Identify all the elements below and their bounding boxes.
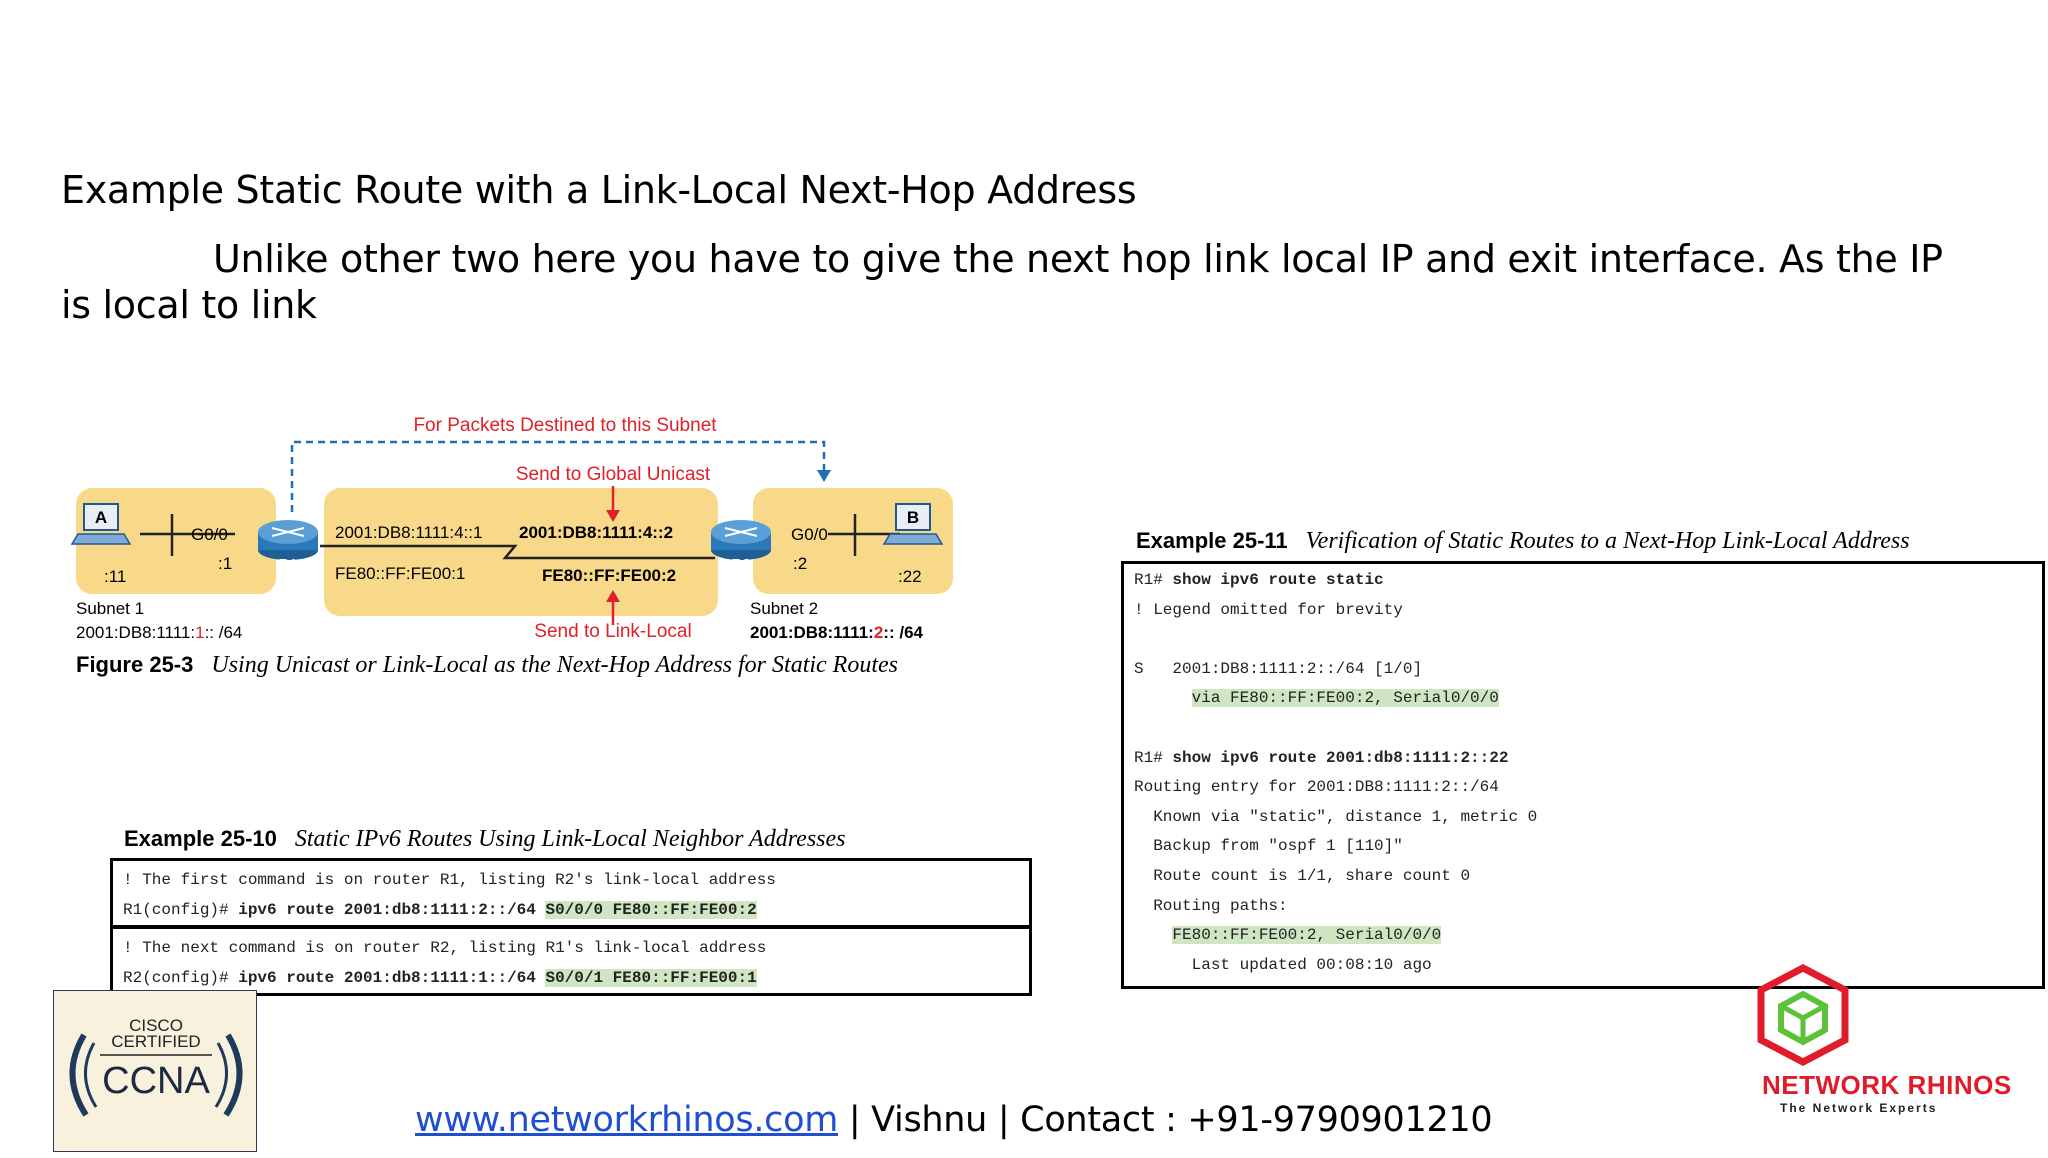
r2-global-addr: 2001:DB8:1111:4::2 bbox=[519, 523, 673, 542]
code-line: Routing entry for 2001:DB8:1111:2::/64 bbox=[1134, 778, 1499, 797]
figure-caption: Figure 25-3 Using Unicast or Link-Local a… bbox=[76, 652, 898, 679]
code-line: Routing paths: bbox=[1134, 896, 1288, 915]
host-a-id: :11 bbox=[104, 567, 126, 586]
code-line bbox=[1124, 714, 2042, 744]
code-line: ! Legend omitted for brevity bbox=[1134, 600, 1403, 619]
code-line: via FE80::FF:FE00:2, Serial0/0/0 bbox=[1124, 684, 2042, 714]
destination-dashed-arrow bbox=[290, 440, 826, 512]
r1-lan-if: :1 bbox=[218, 554, 232, 573]
slide-paragraph: Unlike other two here you have to give t… bbox=[61, 236, 1961, 328]
subnet1-zone bbox=[76, 488, 276, 594]
r1-global-addr: 2001:DB8:1111:4::1 bbox=[335, 523, 482, 542]
label-send-global: Send to Global Unicast bbox=[516, 464, 711, 485]
figure-caption-text: Using Unicast or Link-Local as the Next-… bbox=[211, 652, 898, 678]
wan-zone bbox=[324, 488, 718, 616]
highlighted-next-hop: S0/0/1 FE80::FF:FE00:1 bbox=[545, 969, 757, 987]
ccna-badge: CISCO CERTIFIED CCNA bbox=[53, 990, 257, 1152]
label-send-linklocal: Send to Link-Local bbox=[534, 621, 691, 642]
highlighted-path: FE80::FF:FE00:2, Serial0/0/0 bbox=[1172, 926, 1442, 945]
badge-ccna: CCNA bbox=[102, 1060, 210, 1102]
r2-label: R2 bbox=[731, 556, 750, 573]
code-line bbox=[1124, 625, 2042, 655]
example-25-10-number: Example 25-10 bbox=[124, 826, 277, 851]
label-destined-subnet: For Packets Destined to this Subnet bbox=[413, 415, 717, 436]
ccna-badge-graphic: CISCO CERTIFIED CCNA bbox=[69, 1016, 243, 1117]
example-25-10-title: Static IPv6 Routes Using Link-Local Neig… bbox=[294, 826, 846, 852]
logo-tagline: The Network Experts bbox=[1780, 1101, 1938, 1115]
code-line: R1# show ipv6 route static bbox=[1134, 571, 1384, 589]
example-25-10-heading: Example 25-10 Static IPv6 Routes Using Li… bbox=[124, 826, 846, 853]
highlighted-next-hop: S0/0/0 FE80::FF:FE00:2 bbox=[545, 901, 757, 919]
code-line: ! The first command is on router R1, lis… bbox=[123, 871, 776, 889]
host-b-label: B bbox=[907, 508, 919, 527]
example-25-10-box-r1: ! The first command is on router R1, lis… bbox=[110, 858, 1032, 928]
code-line: FE80::FF:FE00:2, Serial0/0/0 bbox=[1124, 921, 2042, 951]
subnet2-label: Subnet 2 bbox=[750, 599, 818, 618]
dashed-arrowhead bbox=[817, 470, 831, 482]
slide-title: Example Static Route with a Link-Local N… bbox=[61, 168, 1137, 212]
logo-name: NETWORK RHINOS bbox=[1762, 1070, 2012, 1100]
example-25-11-heading: Example 25-11 Verification of Static Rout… bbox=[1136, 528, 1910, 555]
figure-number: Figure 25-3 bbox=[76, 652, 194, 677]
example-25-10-box-r2: ! The next command is on router R2, list… bbox=[110, 926, 1032, 996]
subnet1-prefix: 2001:DB8:1111:1:: /64 bbox=[76, 623, 242, 642]
badge-certified: CERTIFIED bbox=[111, 1032, 200, 1051]
global-arrowhead bbox=[606, 510, 620, 522]
router-r2-icon bbox=[711, 520, 771, 560]
linklocal-arrowhead bbox=[606, 590, 620, 602]
r2-lan-if: :2 bbox=[793, 554, 807, 573]
r1-label: R1 bbox=[278, 556, 297, 573]
host-a-label: A bbox=[95, 508, 107, 527]
network-rhinos-logo-icon bbox=[1757, 964, 1849, 1066]
footer: www.networkrhinos.com | Vishnu | Contact… bbox=[415, 1100, 1493, 1140]
code-line: R1(config)# ipv6 route 2001:db8:1111:2::… bbox=[123, 901, 757, 919]
highlighted-route: via FE80::FF:FE00:2, Serial0/0/0 bbox=[1191, 689, 1499, 708]
g00-right: G0/0 bbox=[791, 525, 828, 544]
website-link[interactable]: www.networkrhinos.com bbox=[415, 1100, 839, 1140]
code-line: Known via "static", distance 1, metric 0 bbox=[1134, 807, 1538, 826]
code-line: Route count is 1/1, share count 0 bbox=[1134, 866, 1471, 885]
example-25-11-number: Example 25-11 bbox=[1136, 528, 1288, 553]
code-line: Backup from "ospf 1 [110]" bbox=[1134, 837, 1403, 856]
code-line: Last updated 00:08:10 ago bbox=[1134, 955, 1432, 974]
serial-link bbox=[320, 544, 715, 560]
footer-contact: | Vishnu | Contact : +91-9790901210 bbox=[838, 1100, 1493, 1140]
host-b-icon bbox=[882, 503, 944, 545]
router-r1-icon bbox=[258, 520, 318, 560]
code-line: R1# show ipv6 route 2001:db8:1111:2::22 bbox=[1134, 748, 1509, 767]
r2-linklocal-addr: FE80::FF:FE00:2 bbox=[542, 566, 676, 585]
subnet1-label: Subnet 1 bbox=[76, 599, 144, 618]
r1-linklocal-addr: FE80::FF:FE00:1 bbox=[335, 564, 465, 583]
example-25-11-title: Verification of Static Routes to a Next-… bbox=[1305, 528, 1910, 554]
paragraph-text: Unlike other two here you have to give t… bbox=[61, 237, 1943, 327]
host-a-icon bbox=[70, 503, 132, 545]
network-diagram: For Packets Destined to this Subnet Send… bbox=[70, 415, 953, 642]
example-25-11-box: R1# show ipv6 route static ! Legend omit… bbox=[1121, 561, 2045, 989]
code-line: R2(config)# ipv6 route 2001:db8:1111:1::… bbox=[123, 969, 757, 987]
host-b-id: :22 bbox=[898, 567, 922, 586]
g00-left: G0/0 bbox=[191, 525, 228, 544]
badge-cisco: CISCO bbox=[129, 1016, 183, 1035]
code-line: ! The next command is on router R2, list… bbox=[123, 939, 767, 957]
code-line: S 2001:DB8:1111:2::/64 [1/0] bbox=[1134, 659, 1423, 678]
subnet2-prefix: 2001:DB8:1111:2:: /64 bbox=[750, 623, 924, 642]
